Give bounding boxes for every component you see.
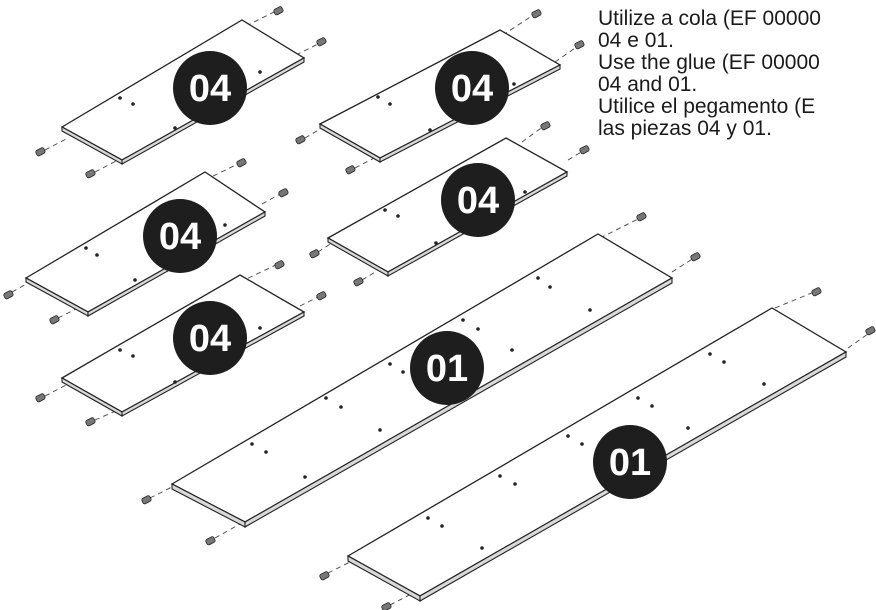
part-label: 01 bbox=[609, 442, 651, 484]
part-label: 04 bbox=[159, 216, 201, 258]
instruction-english: Use the glue (EF 00000 bbox=[598, 51, 820, 74]
part-badge-04-c: 04 bbox=[143, 199, 217, 273]
part-label: 01 bbox=[426, 348, 468, 390]
part-badge-04-a: 04 bbox=[173, 51, 247, 125]
assembly-instructions: Utilize a cola (EF 00000 04 e 01. Use th… bbox=[598, 8, 876, 140]
part-label: 04 bbox=[189, 68, 231, 110]
part-badge-01-a: 01 bbox=[410, 331, 484, 405]
instruction-spanish-cont: las piezas 04 y 01. bbox=[598, 117, 772, 140]
instruction-portuguese: Utilize a cola (EF 00000 bbox=[598, 8, 821, 30]
part-label: 04 bbox=[457, 180, 499, 222]
instruction-spanish: Utilice el pegamento (E bbox=[598, 95, 816, 118]
instruction-portuguese-cont: 04 e 01. bbox=[598, 29, 674, 52]
part-badge-04-e: 04 bbox=[173, 301, 247, 375]
part-label: 04 bbox=[451, 68, 493, 110]
part-badge-01-b: 01 bbox=[593, 425, 667, 499]
part-label: 04 bbox=[189, 318, 231, 360]
part-badge-04-b: 04 bbox=[435, 51, 509, 125]
instruction-english-cont: 04 and 01. bbox=[598, 73, 698, 96]
part-badge-04-d: 04 bbox=[441, 163, 515, 237]
